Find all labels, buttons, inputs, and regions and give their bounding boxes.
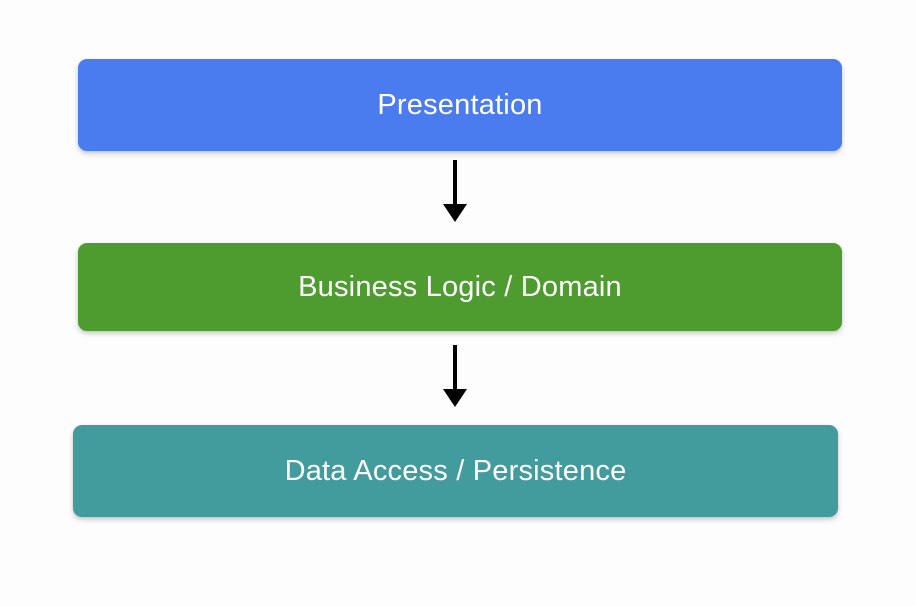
down-arrow-icon: [443, 160, 467, 222]
edge-business-to-data: [425, 345, 485, 409]
node-business-logic-label: Business Logic / Domain: [298, 270, 622, 303]
edge-presentation-to-business: [425, 160, 485, 224]
node-business-logic[interactable]: Business Logic / Domain: [78, 243, 842, 331]
node-data-access[interactable]: Data Access / Persistence: [73, 425, 838, 517]
down-arrow-icon: [443, 345, 467, 407]
node-presentation[interactable]: Presentation: [78, 59, 842, 151]
node-data-access-label: Data Access / Persistence: [284, 454, 627, 487]
node-presentation-label: Presentation: [377, 88, 543, 121]
